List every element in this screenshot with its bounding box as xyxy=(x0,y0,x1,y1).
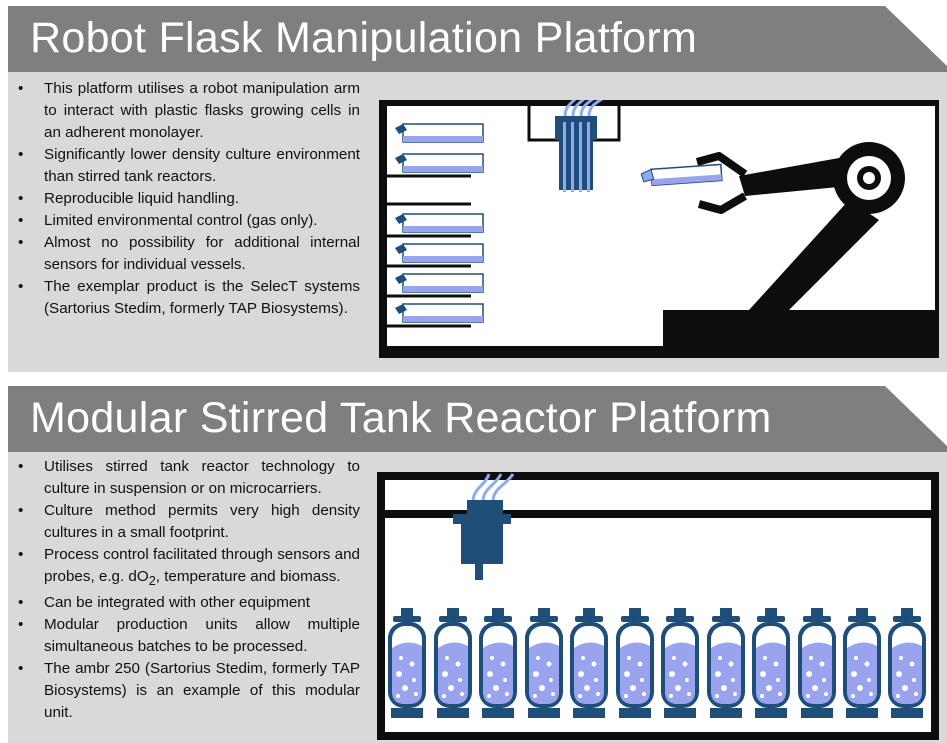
robot-flask-section: Robot Flask Manipulation Platform This p… xyxy=(0,0,947,372)
title-banner xyxy=(8,6,947,72)
culture-flask-icon xyxy=(640,163,723,187)
robot-arm-icon xyxy=(640,142,935,346)
list-item-text: Process control facilitated through sens… xyxy=(44,546,360,585)
list-item: Significantly lower density culture envi… xyxy=(14,144,360,188)
list-item: Culture method permits very high density… xyxy=(14,500,360,544)
culture-flask-icon xyxy=(395,213,484,233)
feature-list: This platform utilises a robot manipulat… xyxy=(14,78,360,320)
culture-flask-icon xyxy=(395,243,484,263)
subscript-text: 2 xyxy=(148,574,156,589)
list-item: Limited environmental control (gas only)… xyxy=(14,210,360,232)
list-item: The exemplar product is the SelecT syste… xyxy=(14,276,360,320)
pipette-head-icon xyxy=(453,473,515,580)
culture-flask-icon xyxy=(395,123,484,143)
list-item: The ambr 250 (Sartorius Stedim, formerly… xyxy=(14,658,360,724)
list-item: Almost no possibility for additional int… xyxy=(14,232,360,276)
list-item: This platform utilises a robot manipulat… xyxy=(14,78,360,144)
list-item: Reproducible liquid handling. xyxy=(14,188,360,210)
section-title: Robot Flask Manipulation Platform xyxy=(30,14,698,62)
culture-flask-icon xyxy=(395,303,484,323)
section-title: Modular Stirred Tank Reactor Platform xyxy=(30,394,772,442)
stirred-tank-diagram xyxy=(377,472,939,740)
list-item-text: , temperature and biomass. xyxy=(155,568,341,585)
culture-flask-icon xyxy=(395,273,484,293)
list-item: Modular production units allow multiple … xyxy=(14,614,360,658)
list-item: Process control facilitated through sens… xyxy=(14,544,360,592)
title-banner xyxy=(8,386,947,452)
pipette-head-icon xyxy=(527,100,621,192)
stirred-tank-section: Modular Stirred Tank Reactor Platform Ut… xyxy=(0,380,947,743)
list-item: Can be integrated with other equipment xyxy=(14,592,360,614)
robot-platform-diagram xyxy=(379,100,939,358)
feature-list: Utilises stirred tank reactor technology… xyxy=(14,456,360,724)
flask-rack xyxy=(387,174,471,328)
list-item: Utilises stirred tank reactor technology… xyxy=(14,456,360,500)
culture-flask-icon xyxy=(395,153,484,173)
